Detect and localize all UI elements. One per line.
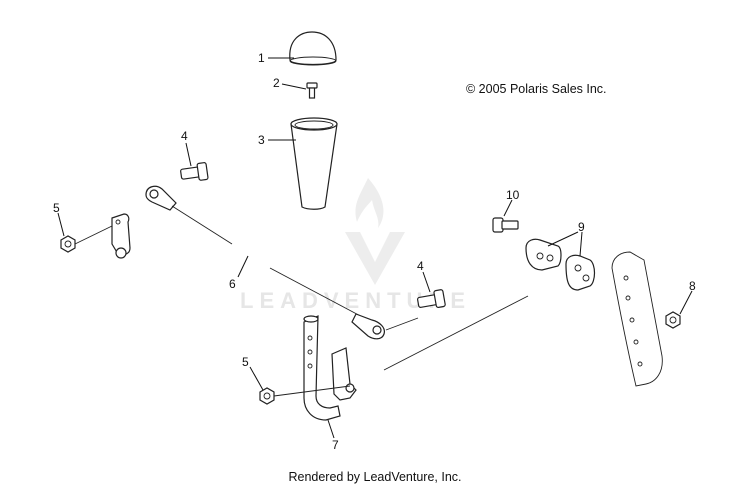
callout-7: 7 bbox=[332, 438, 339, 452]
part-rod-end-lower bbox=[351, 313, 385, 340]
assembly-lines bbox=[74, 225, 529, 397]
part-bolt-10 bbox=[492, 217, 519, 233]
part-rod-end-upper bbox=[145, 185, 177, 211]
callout-4-lower: 4 bbox=[417, 259, 424, 273]
callout-5-upper: 5 bbox=[53, 201, 60, 215]
leader-lines bbox=[57, 57, 693, 439]
part-bolt-upper bbox=[180, 162, 209, 181]
part-nut-lower bbox=[259, 387, 275, 405]
copyright-notice: © 2005 Polaris Sales Inc. bbox=[466, 82, 607, 96]
callout-4-upper: 4 bbox=[181, 129, 188, 143]
part-bracket-upper bbox=[111, 213, 131, 259]
callout-2: 2 bbox=[273, 76, 280, 90]
callout-1: 1 bbox=[258, 51, 265, 65]
part-grip-tube bbox=[290, 117, 338, 210]
part-bolt-lower bbox=[417, 289, 446, 309]
part-frame-rail bbox=[611, 251, 663, 387]
part-screw bbox=[306, 82, 318, 99]
callout-8: 8 bbox=[689, 279, 696, 293]
part-nut-8 bbox=[665, 311, 681, 329]
callout-labels: 1 2 3 4 5 6 4 5 7 8 9 10 bbox=[53, 51, 696, 452]
callout-6: 6 bbox=[229, 277, 236, 291]
callout-5-lower: 5 bbox=[242, 355, 249, 369]
part-nut-upper bbox=[60, 235, 76, 253]
part-clamp-halves bbox=[525, 238, 596, 291]
part-cable bbox=[171, 205, 369, 321]
render-credit: Rendered by LeadVenture, Inc. bbox=[288, 470, 462, 484]
callout-9: 9 bbox=[578, 220, 585, 234]
callout-3: 3 bbox=[258, 133, 265, 147]
part-shift-lever bbox=[303, 315, 357, 421]
part-knob-cap bbox=[289, 31, 337, 66]
callout-10: 10 bbox=[506, 188, 520, 202]
